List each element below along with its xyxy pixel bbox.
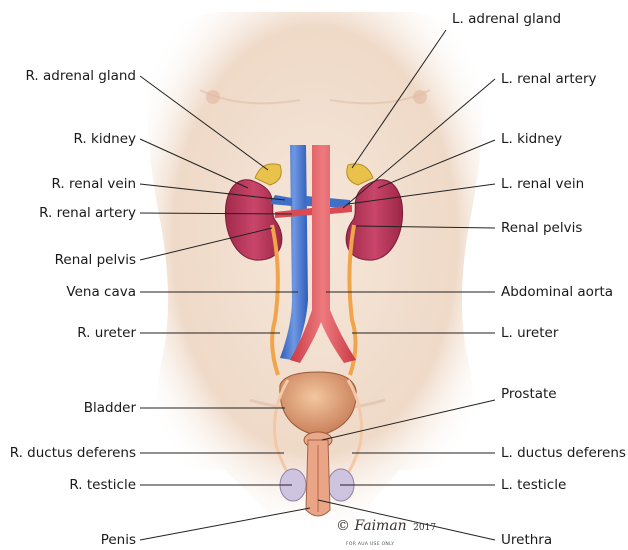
label-l-ureter: L. ureter [501, 325, 558, 341]
label-l-adrenal-gland: L. adrenal gland [452, 11, 561, 27]
label-r-ureter: R. ureter [77, 325, 136, 341]
artist-signature: © Faiman 2017 [336, 518, 436, 534]
label-vena-cava: Vena cava [66, 284, 136, 300]
label-bladder: Bladder [84, 400, 136, 416]
copyright-symbol: © [336, 518, 350, 534]
label-abdominal-aorta: Abdominal aorta [501, 284, 613, 300]
label-r-ductus-deferens: R. ductus deferens [10, 445, 136, 461]
leader-penis [140, 508, 310, 540]
label-penis: Penis [101, 532, 136, 548]
label-prostate: Prostate [501, 386, 557, 402]
label-r-renal-pelvis: Renal pelvis [55, 252, 136, 268]
label-l-renal-pelvis: Renal pelvis [501, 220, 582, 236]
signature-note: FOR AUA USE ONLY [346, 542, 394, 547]
left-nipple [413, 90, 427, 104]
label-r-kidney: R. kidney [74, 131, 136, 147]
label-r-renal-vein: R. renal vein [51, 176, 136, 192]
label-urethra: Urethra [501, 532, 552, 548]
label-l-testicle: L. testicle [501, 477, 566, 493]
signature-year: 2017 [413, 523, 436, 533]
signature-name: Faiman [354, 518, 406, 534]
right-nipple [206, 90, 220, 104]
label-r-adrenal-gland: R. adrenal gland [26, 68, 136, 84]
label-l-renal-artery: L. renal artery [501, 71, 597, 87]
label-r-testicle: R. testicle [69, 477, 136, 493]
label-l-kidney: L. kidney [501, 131, 562, 147]
label-l-renal-vein: L. renal vein [501, 176, 584, 192]
label-l-ductus-deferens: L. ductus deferens [501, 445, 626, 461]
label-r-renal-artery: R. renal artery [39, 205, 136, 221]
